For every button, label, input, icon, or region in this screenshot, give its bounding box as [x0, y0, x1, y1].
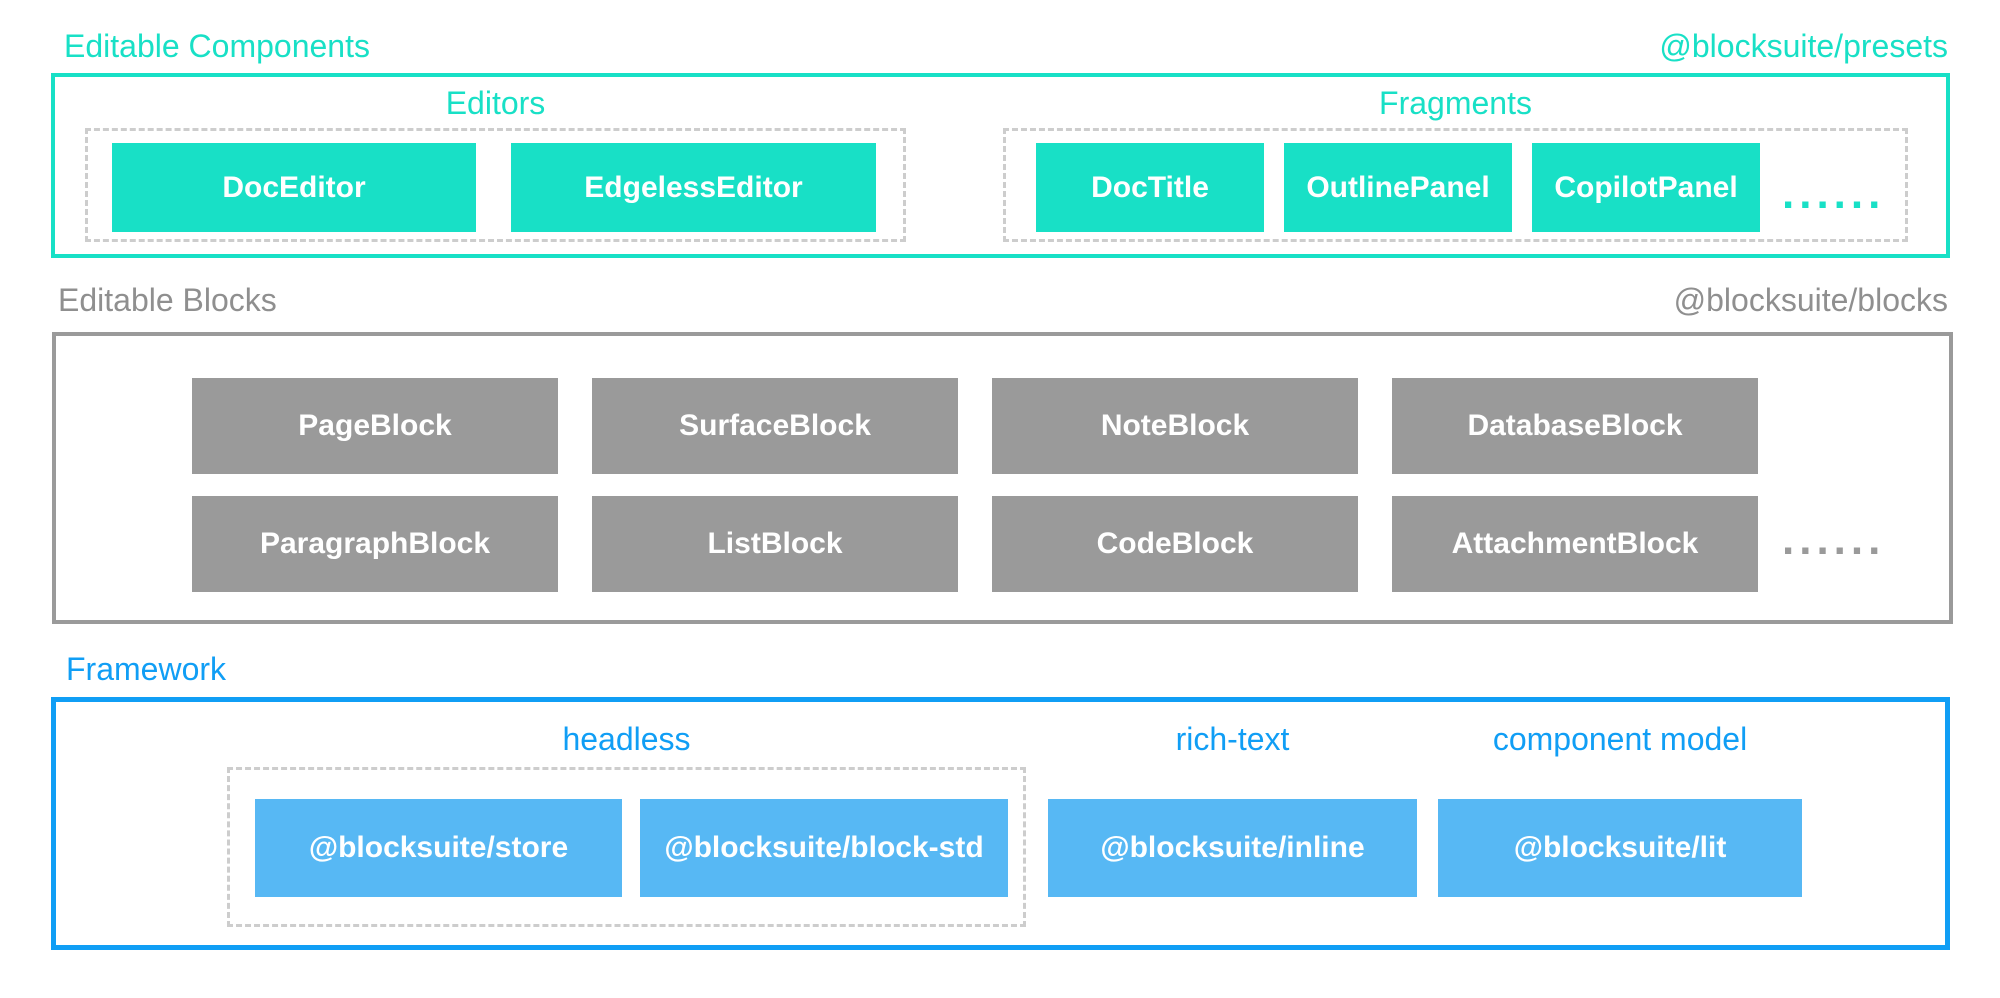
doc-editor-box: DocEditor	[112, 143, 476, 232]
edgeless-editor-box: EdgelessEditor	[511, 143, 876, 232]
blocksuite-lit-box: @blocksuite/lit	[1438, 799, 1802, 897]
blocksuite-inline-box: @blocksuite/inline	[1048, 799, 1417, 897]
copilot-panel-box: CopilotPanel	[1532, 143, 1760, 232]
component-model-group-label: component model	[1492, 721, 1748, 757]
blocks-package-label: @blocksuite/blocks	[1673, 282, 1948, 318]
note-block-box: NoteBlock	[992, 378, 1358, 474]
blocksuite-block-std-box: @blocksuite/block-std	[640, 799, 1008, 897]
editors-group-label: Editors	[445, 85, 546, 121]
presets-package-label: @blocksuite/presets	[1659, 28, 1948, 64]
fragments-dashed-group	[1003, 128, 1908, 242]
blocks-ellipsis: ......	[1782, 515, 1886, 564]
fragments-ellipsis: ......	[1782, 169, 1886, 218]
blocksuite-store-box: @blocksuite/store	[255, 799, 622, 897]
rich-text-group-label: rich-text	[1175, 721, 1290, 757]
database-block-box: DatabaseBlock	[1392, 378, 1758, 474]
editable-components-title: Editable Components	[64, 28, 370, 64]
headless-group-label: headless	[562, 721, 691, 757]
editors-dashed-group	[85, 128, 906, 242]
fragments-group-label: Fragments	[1379, 85, 1532, 121]
editable-blocks-title: Editable Blocks	[58, 282, 277, 318]
headless-dashed-group	[227, 767, 1026, 927]
framework-title: Framework	[66, 651, 227, 687]
list-block-box: ListBlock	[592, 496, 958, 592]
outline-panel-box: OutlinePanel	[1284, 143, 1512, 232]
paragraph-block-box: ParagraphBlock	[192, 496, 558, 592]
code-block-box: CodeBlock	[992, 496, 1358, 592]
page-block-box: PageBlock	[192, 378, 558, 474]
attachment-block-box: AttachmentBlock	[1392, 496, 1758, 592]
doc-title-box: DocTitle	[1036, 143, 1264, 232]
surface-block-box: SurfaceBlock	[592, 378, 958, 474]
